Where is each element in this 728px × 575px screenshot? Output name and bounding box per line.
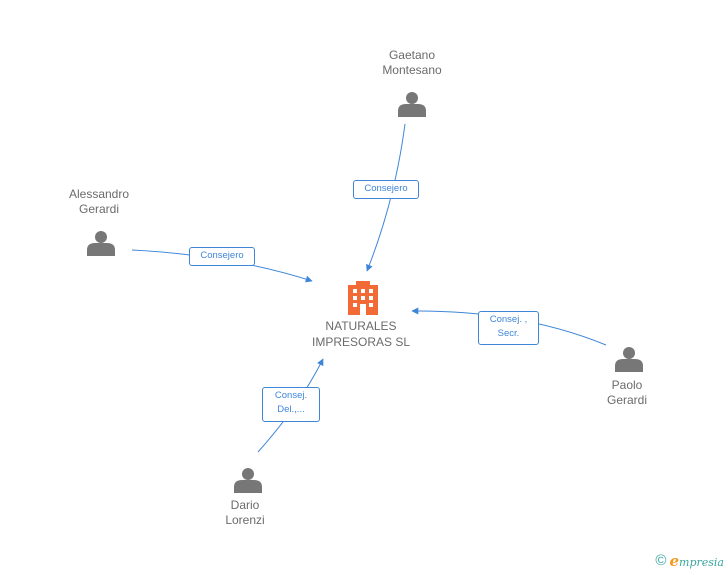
person-name[interactable]: Alessandro Gerardi xyxy=(68,187,130,216)
footer-brand: © empresia xyxy=(655,551,724,571)
empresia-logo[interactable]: empresia xyxy=(669,552,724,570)
person-icon[interactable] xyxy=(398,92,426,117)
person-icon[interactable] xyxy=(87,231,115,256)
person-icon[interactable] xyxy=(615,347,643,372)
edge-label-paolo: Consej. , Secr. xyxy=(478,311,539,345)
person-icon[interactable] xyxy=(234,468,262,493)
person-name[interactable]: Gaetano Montesano xyxy=(382,48,442,77)
company-name[interactable]: NATURALES IMPRESORAS SL xyxy=(311,319,411,349)
person-name[interactable]: Dario Lorenzi xyxy=(225,498,265,527)
building-icon[interactable] xyxy=(348,281,378,315)
person-name[interactable]: Paolo Gerardi xyxy=(606,378,647,407)
edge-label-gaetano: Consejero xyxy=(353,180,419,199)
copyright-icon: © xyxy=(655,552,667,569)
edge-label-dario: Consej. Del.,... xyxy=(262,387,320,422)
edge-label-alessandro: Consejero xyxy=(189,247,255,266)
